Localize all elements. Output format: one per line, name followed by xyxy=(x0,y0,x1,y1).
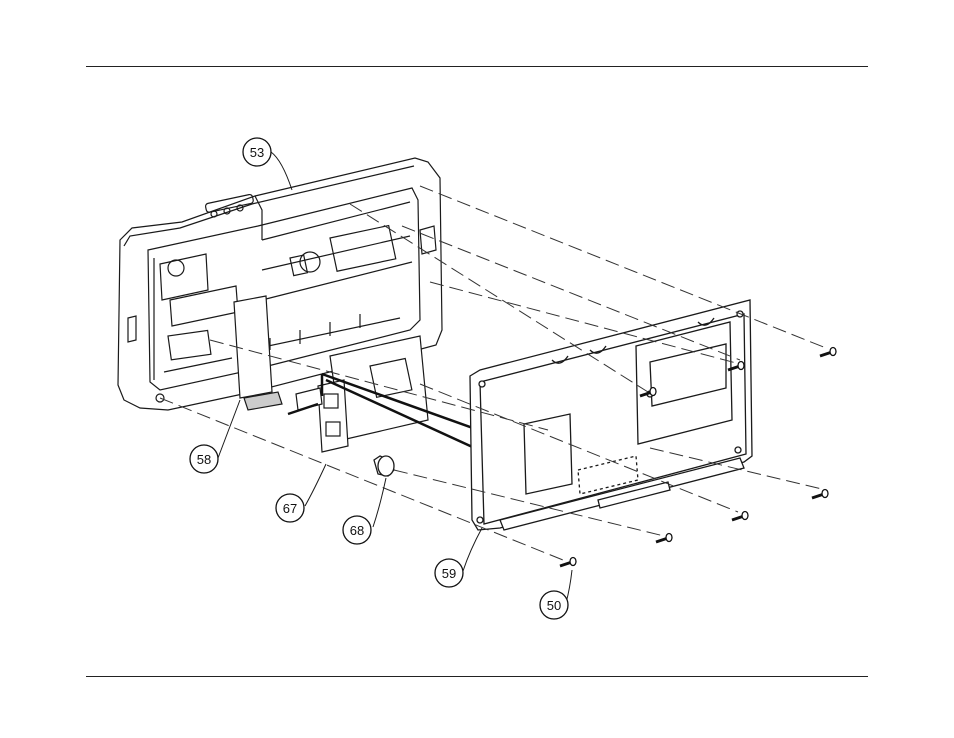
callout-67: 67 xyxy=(276,494,304,522)
screw-icon xyxy=(560,558,576,567)
callout-68: 68 xyxy=(343,516,371,544)
rear-panel xyxy=(470,300,752,530)
screw-icon xyxy=(820,348,836,357)
callout-68-label: 68 xyxy=(350,523,364,538)
callout-50: 50 xyxy=(540,591,568,619)
callout-53: 53 xyxy=(243,138,271,166)
callout-53-label: 53 xyxy=(250,145,264,160)
callout-59-label: 59 xyxy=(442,566,456,581)
front-bezel-housing xyxy=(118,158,442,440)
callout-58-label: 58 xyxy=(197,452,211,467)
callout-59: 59 xyxy=(435,559,463,587)
screw-icon xyxy=(732,512,748,521)
knob xyxy=(374,456,394,476)
callout-58: 58 xyxy=(190,445,218,473)
screw-icon xyxy=(812,490,828,499)
callout-50-label: 50 xyxy=(547,598,561,613)
callout-67-label: 67 xyxy=(283,501,297,516)
